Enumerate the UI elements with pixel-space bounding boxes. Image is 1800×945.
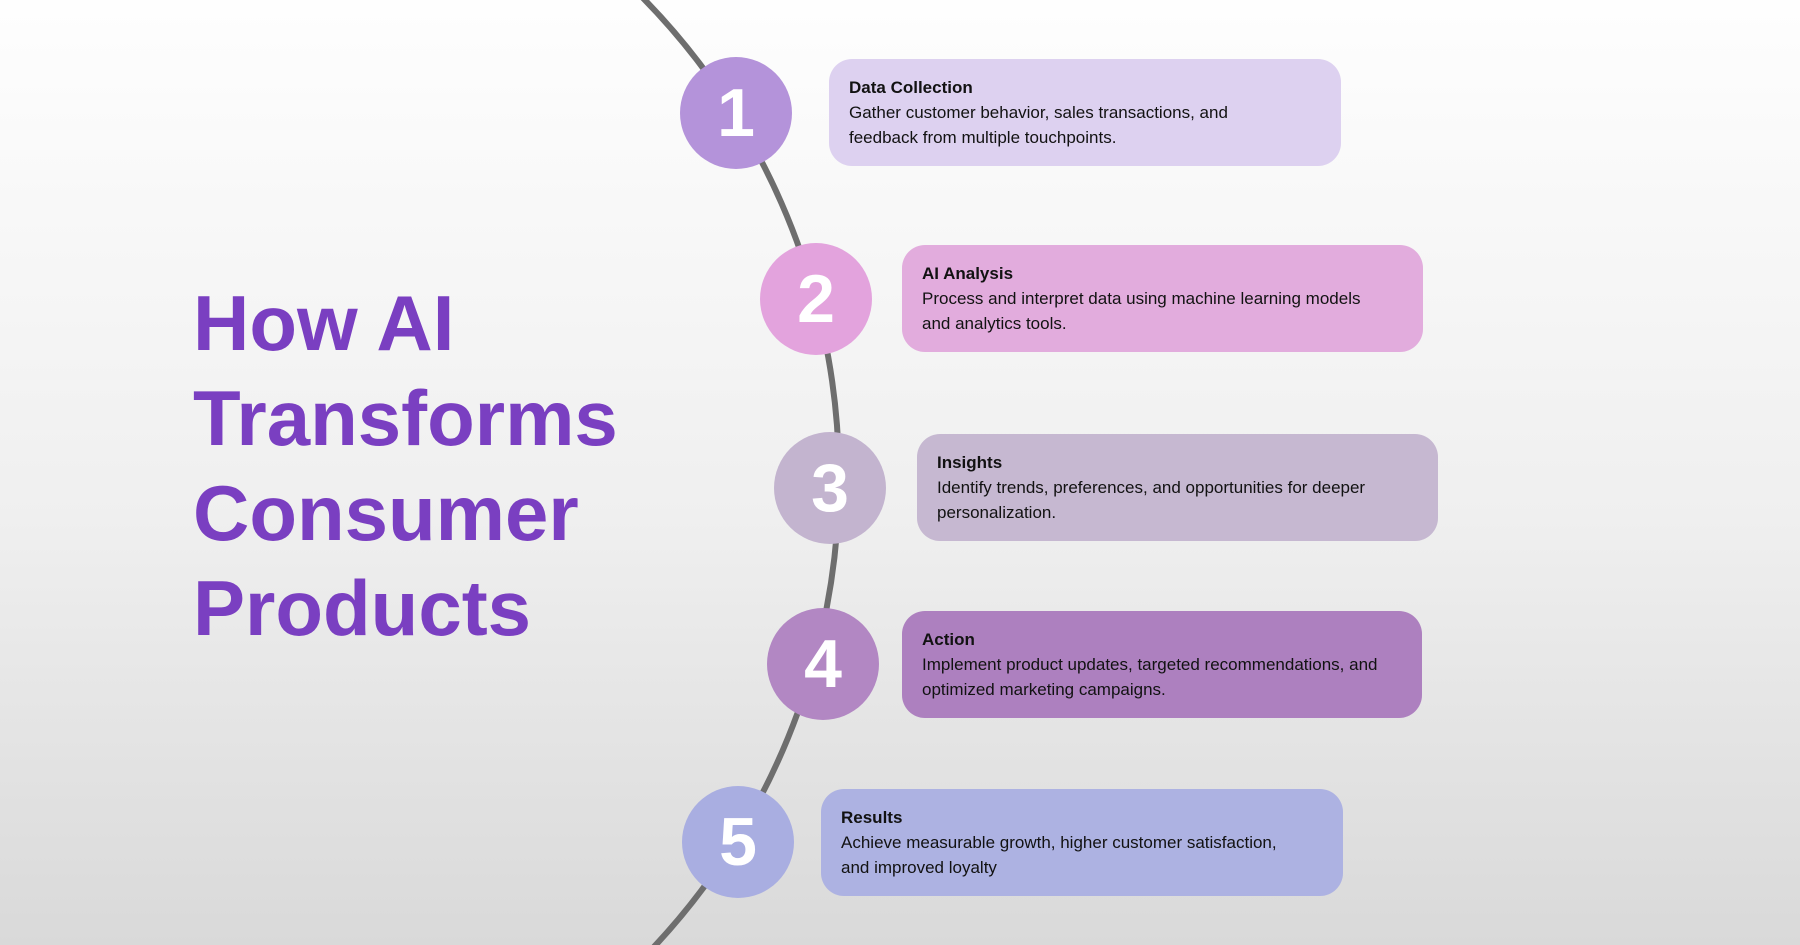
step-1-description: Gather customer behavior, sales transact… [849,103,1228,147]
step-4-number-badge: 4 [767,608,879,720]
page-title-line-4: Products [193,564,532,652]
page-title: How AI Transforms Consumer Products [193,276,618,656]
step-4-description: Implement product updates, targeted reco… [922,655,1378,699]
page-title-line-1: How AI [193,279,455,367]
step-5-description: Achieve measurable growth, higher custom… [841,833,1277,877]
step-3-card: Insights Identify trends, preferences, a… [917,434,1438,541]
step-4-heading: Action [922,630,975,649]
step-1-heading: Data Collection [849,78,973,97]
step-4-number: 4 [804,626,842,702]
step-3-number: 3 [811,450,849,526]
step-2-card: AI Analysis Process and interpret data u… [902,245,1423,352]
step-5-heading: Results [841,808,903,827]
step-2-number: 2 [797,261,835,337]
step-2-description: Process and interpret data using machine… [922,289,1361,333]
step-3-description: Identify trends, preferences, and opport… [937,478,1366,522]
step-5-card: Results Achieve measurable growth, highe… [821,789,1343,896]
step-1-number: 1 [717,75,755,151]
step-2-heading: AI Analysis [922,264,1014,283]
step-5-number-badge: 5 [682,786,794,898]
step-4-card: Action Implement product updates, target… [902,611,1422,718]
step-3-heading: Insights [937,453,1003,472]
step-2-number-badge: 2 [760,243,872,355]
page-title-line-2: Transforms [193,374,618,462]
step-1-card: Data Collection Gather customer behavior… [829,59,1341,166]
step-3-number-badge: 3 [774,432,886,544]
step-5-number: 5 [719,804,757,880]
step-1-number-badge: 1 [680,57,792,169]
page-title-line-3: Consumer [193,469,579,557]
